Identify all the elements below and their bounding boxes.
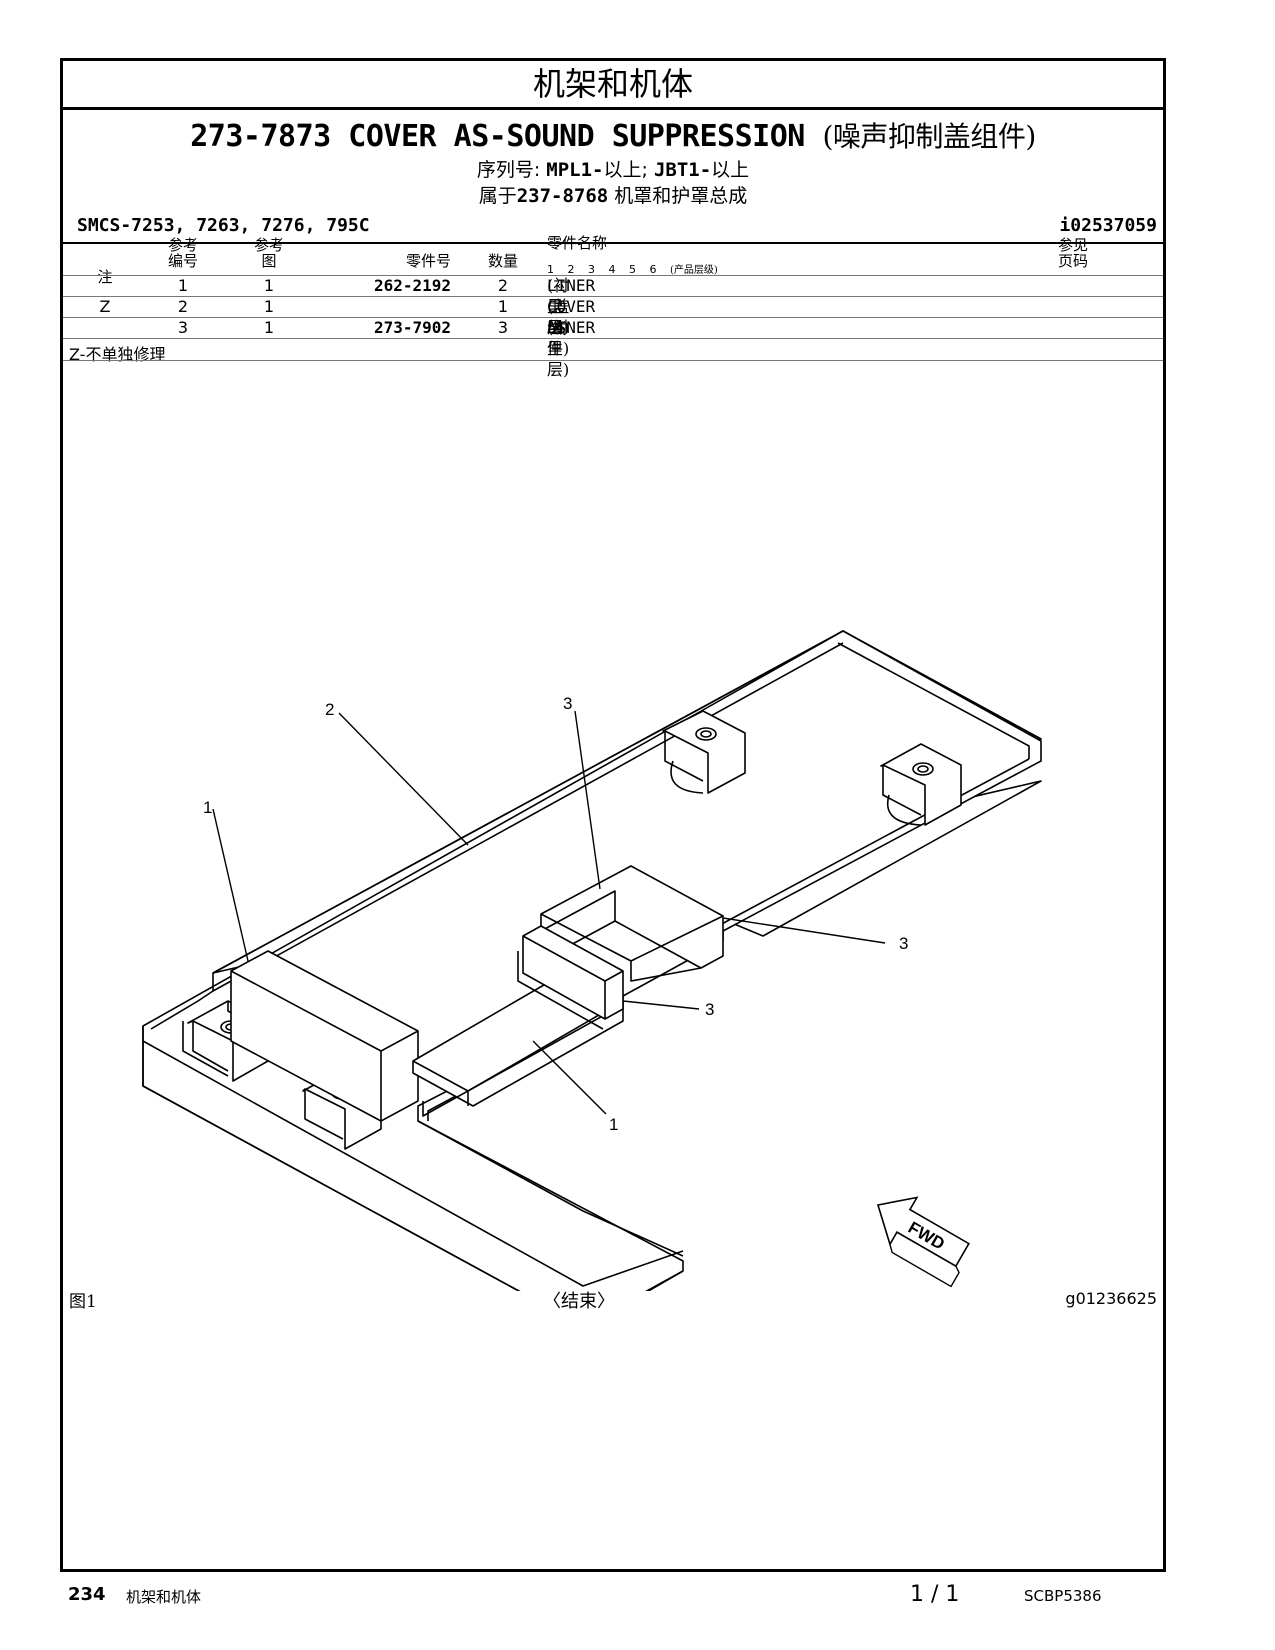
belongs-desc: 机罩和护罩总成: [614, 185, 748, 207]
belongs-prefix: 属于: [478, 185, 517, 207]
header-levels: 1 2 3 4 5 6 (产品层级): [547, 263, 718, 276]
leader-lines: [212, 710, 886, 1115]
serial-1-suffix: 以上;: [603, 159, 648, 181]
belongs-line: 属于237-8768 机罩和护罩总成: [63, 181, 1163, 208]
page-number: 234: [68, 1584, 106, 1605]
header-ref: 参考编号: [167, 236, 198, 270]
serial-1: MPL1-: [546, 159, 604, 181]
callout-2: 2: [325, 700, 334, 719]
figure-label: 图1: [69, 1292, 97, 1312]
page-count: 1 / 1: [910, 1582, 960, 1607]
header-rule: [63, 242, 1163, 244]
callout-1a: 1: [203, 798, 212, 817]
belongs-part-number: 237-8768: [516, 185, 609, 207]
header-part-name: 零件名称: [547, 234, 608, 252]
serial-2: JBT1-: [653, 159, 712, 181]
title-name: COVER AS-SOUND SUPPRESSION: [348, 119, 805, 154]
callout-3c: 3: [705, 1000, 714, 1019]
section-title: 机架和机体: [63, 61, 1163, 110]
serial-2-suffix: 以上: [711, 159, 750, 181]
serial-label: 序列号:: [476, 159, 541, 181]
header-fig: 参考图: [253, 236, 284, 270]
callout-3a: 3: [563, 694, 572, 713]
table-row: 1 1 262-2192 2 LINER (衬里层): [177, 276, 596, 337]
callout-3b: 3: [899, 934, 908, 953]
serial-line: 序列号: MPL1-以上; JBT1-以上: [63, 155, 1163, 182]
table-row: Z 2 1 1 COVER AS (盖组件): [99, 297, 596, 358]
callouts: 2 3 1 3 3 1: [203, 694, 908, 1134]
header-qty: 数量: [487, 252, 518, 270]
fwd-arrow-icon: FWD: [876, 1196, 970, 1288]
title-name-cn: (噪声抑制盖组件): [822, 120, 1036, 153]
callout-1b: 1: [609, 1115, 618, 1134]
parts-drawing: 2 3 1 3 3 1 FWD: [142, 630, 1042, 1291]
main-title: 273-7873 COVER AS-SOUND SUPPRESSION (噪声抑…: [63, 115, 1163, 155]
header-part-number: 零件号: [405, 252, 451, 270]
header-note: 注: [97, 268, 113, 286]
graphic-id: g01236625: [1065, 1289, 1157, 1308]
footer-section: 机架和机体: [126, 1588, 202, 1606]
table-row: 3 1 273-7902 3 LINER (衬里层): [177, 318, 596, 379]
cover-assembly-drawing: [142, 630, 1042, 1291]
end-label: 〈结束〉: [543, 1291, 615, 1312]
title-part-number: 273-7873: [190, 119, 331, 154]
footnote: Z-不单独修理: [69, 345, 166, 364]
illustration-id: i02537059: [1059, 215, 1157, 236]
page-frame: 机架和机体 273-7873 COVER AS-SOUND SUPPRESSIO…: [60, 58, 1166, 1572]
doc-number: SCBP5386: [1024, 1587, 1102, 1605]
header-page: 参见页码: [1057, 236, 1088, 270]
smcs-codes: SMCS-7253, 7263, 7276, 795C: [77, 215, 370, 236]
